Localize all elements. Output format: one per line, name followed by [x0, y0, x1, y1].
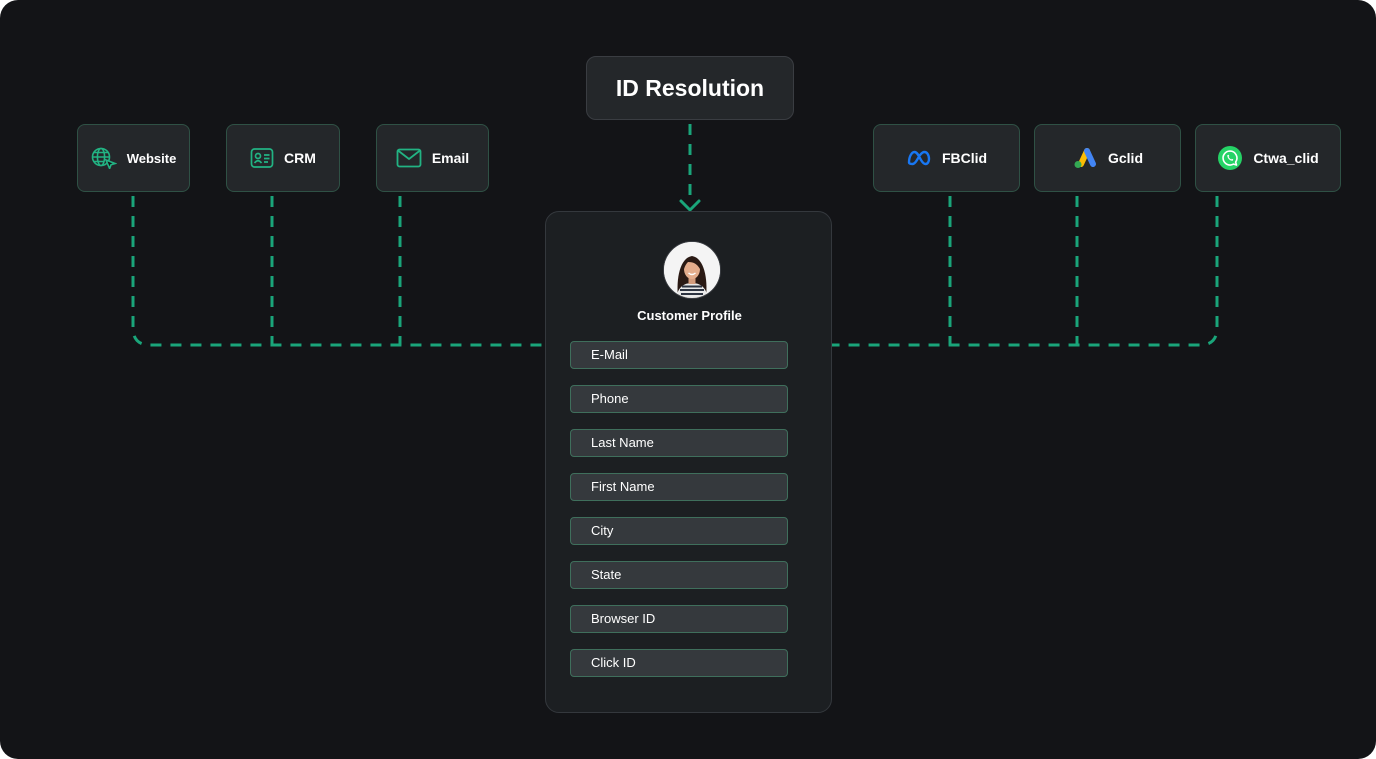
- customer-profile-card: Customer Profile E-Mail Phone Last Name …: [545, 211, 832, 713]
- source-label-website: Website: [127, 151, 177, 166]
- whatsapp-logo-icon: [1217, 145, 1243, 171]
- source-node-ctwa-clid: Ctwa_clid: [1195, 124, 1341, 192]
- customer-profile-title: Customer Profile: [546, 308, 833, 323]
- arrow-head-icon: [681, 201, 699, 210]
- source-label-crm: CRM: [284, 150, 316, 166]
- profile-field-phone: Phone: [570, 385, 788, 413]
- profile-field-click-id: Click ID: [570, 649, 788, 677]
- source-label-ctwa-clid: Ctwa_clid: [1253, 150, 1318, 166]
- source-node-fbclid: FBClid: [873, 124, 1020, 192]
- envelope-icon: [396, 148, 422, 168]
- contact-card-icon: [250, 147, 274, 169]
- person-avatar-icon: [664, 242, 720, 298]
- source-node-crm: CRM: [226, 124, 340, 192]
- profile-field-first-name: First Name: [570, 473, 788, 501]
- profile-field-last-name: Last Name: [570, 429, 788, 457]
- globe-cursor-icon: [91, 147, 117, 169]
- id-resolution-title: ID Resolution: [616, 75, 764, 102]
- source-label-fbclid: FBClid: [942, 150, 987, 166]
- profile-field-state: State: [570, 561, 788, 589]
- source-node-website: Website: [77, 124, 190, 192]
- source-node-gclid: Gclid: [1034, 124, 1181, 192]
- source-label-gclid: Gclid: [1108, 150, 1143, 166]
- connector-ctwa: [832, 196, 1217, 345]
- avatar: [663, 241, 721, 299]
- google-ads-logo-icon: [1072, 146, 1098, 170]
- source-node-email: Email: [376, 124, 489, 192]
- profile-field-email: E-Mail: [570, 341, 788, 369]
- connector-website: [133, 196, 545, 345]
- meta-logo-icon: [906, 150, 932, 166]
- id-resolution-node: ID Resolution: [586, 56, 794, 120]
- profile-field-city: City: [570, 517, 788, 545]
- source-label-email: Email: [432, 150, 469, 166]
- profile-field-browser-id: Browser ID: [570, 605, 788, 633]
